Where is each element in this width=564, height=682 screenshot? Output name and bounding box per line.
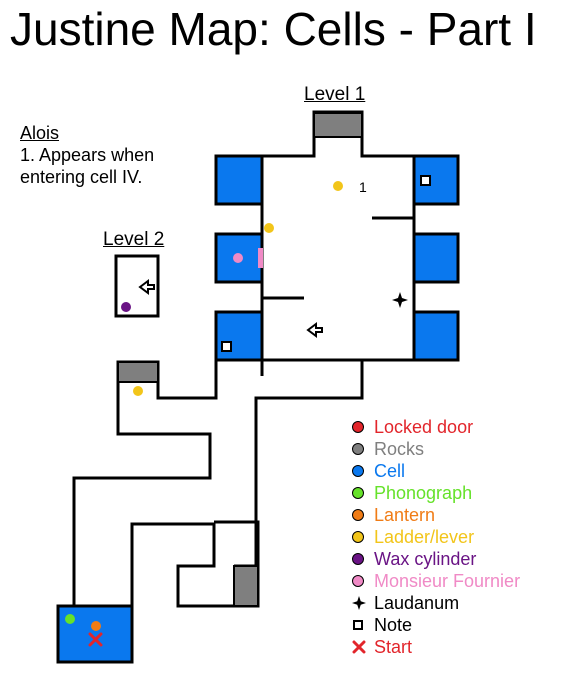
ladder-marker-2: [264, 223, 274, 233]
legend-label: Wax cylinder: [374, 548, 477, 569]
rocks-corridor-top: [117, 361, 159, 383]
level1-label: Level 1: [304, 84, 366, 105]
legend-label: Phonograph: [374, 482, 473, 503]
fournier-door-strip: [258, 248, 263, 268]
legend-circle-icon: [352, 463, 372, 479]
legend-circle-icon: [352, 485, 372, 501]
legend-label: Laudanum: [374, 592, 460, 613]
wax-cylinder-marker: [121, 302, 131, 312]
legend-circle-icon: [352, 419, 372, 435]
main-room-outline: [260, 110, 416, 362]
laudanum-icon: [392, 292, 408, 308]
legend-circle-icon: [352, 507, 372, 523]
notes-line2: entering cell IV.: [20, 167, 143, 187]
legend-label: Ladder/lever: [374, 526, 475, 547]
marker-number: 1: [359, 179, 367, 195]
legend-label: Locked door: [374, 416, 474, 437]
notes-heading: Alois: [20, 123, 60, 143]
legend-label: Note: [374, 614, 413, 635]
phonograph-marker: [65, 614, 75, 624]
legend-item: Phonograph: [352, 482, 520, 504]
legend-label: Cell: [374, 460, 406, 481]
rocks-top: [313, 112, 363, 138]
legend-circle-icon: [352, 529, 372, 545]
legend-circle-icon: [352, 441, 372, 457]
legend-item: Rocks: [352, 438, 520, 460]
legend-label: Rocks: [374, 438, 425, 459]
cell-right-2: [412, 232, 460, 284]
cell-left-1: [214, 154, 264, 206]
corridor-inner: [234, 360, 364, 568]
fournier-marker: [233, 253, 243, 263]
laudanum-star-icon: [352, 595, 372, 611]
note-icon-1: [420, 175, 431, 186]
cell-left-3: [214, 310, 264, 362]
legend-item: Lantern: [352, 504, 520, 526]
legend-circle-icon: [352, 573, 372, 589]
legend-label: Monsieur Fournier: [374, 570, 521, 591]
rocks-corridor-bottom: [233, 565, 259, 607]
note-icon-2: [221, 341, 232, 352]
legend-item: Laudanum: [352, 592, 520, 614]
arrow-left-icon-level2: [138, 279, 155, 295]
legend-item: Note: [352, 614, 520, 636]
ladder-marker-3: [133, 386, 143, 396]
legend-label: Start: [374, 636, 413, 657]
notes-block: Alois 1. Appears when entering cell IV.: [20, 122, 154, 188]
start-x-icon: [88, 632, 103, 647]
start-x-icon: [352, 639, 372, 655]
legend-label: Lantern: [374, 504, 436, 525]
legend-item: Start: [352, 636, 520, 658]
legend-item: Monsieur Fournier: [352, 570, 520, 592]
page-title: Justine Map: Cells - Part I: [10, 3, 537, 55]
lantern-marker: [91, 621, 101, 631]
legend-item: Ladder/lever: [352, 526, 520, 548]
notes-line1: 1. Appears when: [20, 145, 155, 165]
note-square-icon: [352, 617, 372, 633]
legend-item: Cell: [352, 460, 520, 482]
arrow-left-icon-main: [306, 322, 323, 338]
cell-right-3: [412, 310, 460, 362]
ladder-marker-1: [333, 181, 343, 191]
legend-item: Locked door: [352, 416, 520, 438]
corridor-outer: [72, 360, 260, 608]
legend-item: Wax cylinder: [352, 548, 520, 570]
legend-circle-icon: [352, 551, 372, 567]
level2-label: Level 2: [103, 229, 165, 250]
